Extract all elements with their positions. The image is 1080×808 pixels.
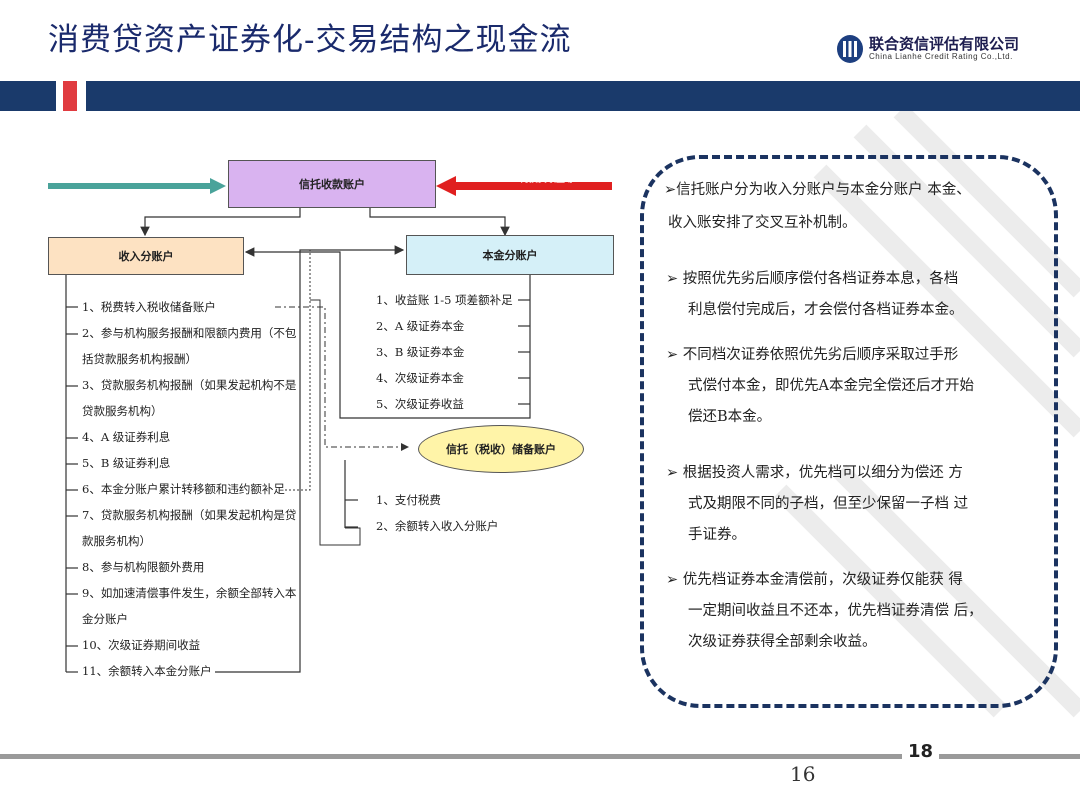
flow-connectors [48, 176, 612, 673]
slide-number: 18 [902, 741, 940, 762]
logo-english-name: China Lianhe Credit Rating Co.,Ltd. [869, 52, 1013, 61]
panel-bullet-line: 式及期限不同的子档，但至少保留一子档 过 [688, 496, 969, 512]
inflow-right-label: 再投资收益等 [520, 175, 575, 185]
principal-item: 3、B 级证券本金 [376, 345, 465, 359]
panel-bullet-line: ➢ 不同档次证券依照优先劣后顺序采取过手形 [666, 347, 959, 363]
explanation-panel [640, 155, 1058, 708]
reserve-item: 1、支付税费 [376, 493, 441, 507]
principal-item: 2、A 级证券本金 [376, 319, 465, 333]
panel-bullet-line: 一定期间收益且不还本，优先档证券清偿 后， [688, 603, 983, 619]
income-item: 5、B 级证券利息 [82, 456, 171, 470]
header-band-accent [63, 81, 77, 111]
footer-divider [0, 754, 1080, 759]
income-item: 7、贷款服务机构报酬（如果发起机构是贷 [82, 508, 297, 522]
reserve-account: 信托（税收）储备账户 [418, 425, 584, 473]
panel-intro-line: 收入账安排了交叉互补机制。 [668, 215, 857, 231]
logo-chinese-name: 联合资信评估有限公司 [869, 35, 1020, 53]
panel-bullet-line: 偿还B本金。 [688, 409, 772, 425]
income-item: 款服务机构） [82, 534, 151, 548]
income-item: 6、本金分账户累计转移额和违约额补足 [82, 482, 285, 496]
panel-bullet-line: 手证券。 [688, 527, 746, 543]
income-item: 2、参与机构服务报酬和限额内费用（不包 [82, 326, 297, 340]
panel-bullet-line: 利息偿付完成后，才会偿付各档证券本金。 [688, 302, 964, 318]
inflow-left-arrow [48, 178, 226, 194]
lianhe-logo-icon [837, 35, 863, 63]
page-number: 16 [790, 762, 816, 786]
income-item: 3、贷款服务机构报酬（如果发起机构不是 [82, 378, 297, 392]
principal-sub-account: 本金分账户 [406, 235, 614, 275]
company-logo: 联合资信评估有限公司 China Lianhe Credit Rating Co… [836, 30, 1066, 70]
reserve-item: 2、余额转入收入分账户 [376, 519, 499, 533]
income-item: 括贷款服务机构报酬） [82, 352, 197, 366]
income-sub-account: 收入分账户 [48, 237, 244, 275]
income-item: 1、税费转入税收储备账户 [82, 300, 216, 314]
panel-bullet-line: ➢ 按照优先劣后顺序偿付各档证券本息，各档 [666, 271, 959, 287]
income-item: 贷款服务机构） [82, 404, 163, 418]
panel-bullet-line: 次级证券获得全部剩余收益。 [688, 634, 877, 650]
page-title: 消费贷资产证券化-交易结构之现金流 [48, 22, 572, 58]
income-item: 4、A 级证券利息 [82, 430, 171, 444]
background-watermark [773, 111, 1080, 718]
panel-bullet-line: ➢ 优先档证券本金清偿前，次级证券仅能获 得 [666, 572, 963, 588]
header-band-left [0, 81, 56, 111]
income-item: 9、如加速清偿事件发生，余额全部转入本 [82, 586, 297, 600]
income-item: 10、次级证券期间收益 [82, 638, 201, 652]
panel-intro-line: ➢信托账户分为收入分账户与本金分账户 本金、 [664, 182, 971, 198]
panel-bullet-line: 式偿付本金，即优先A本金完全偿还后才开始 [688, 378, 974, 394]
income-item: 11、余额转入本金分账户 [82, 664, 212, 678]
panel-bullet-line: ➢ 根据投资人需求，优先档可以细分为偿还 方 [666, 465, 963, 481]
principal-item: 4、次级证券本金 [376, 371, 464, 385]
trust-collection-account: 信托收款账户 [228, 160, 436, 208]
header-band-right [86, 81, 1080, 111]
income-item: 金分账户 [82, 612, 128, 626]
principal-item: 5、次级证券收益 [376, 397, 464, 411]
inflow-right-arrow [436, 176, 612, 196]
income-item: 8、参与机构限额外费用 [82, 560, 205, 574]
inflow-left-label: 资产池本息流入 [58, 175, 122, 185]
principal-item: 1、收益账 1-5 项差额补足 [376, 293, 513, 307]
